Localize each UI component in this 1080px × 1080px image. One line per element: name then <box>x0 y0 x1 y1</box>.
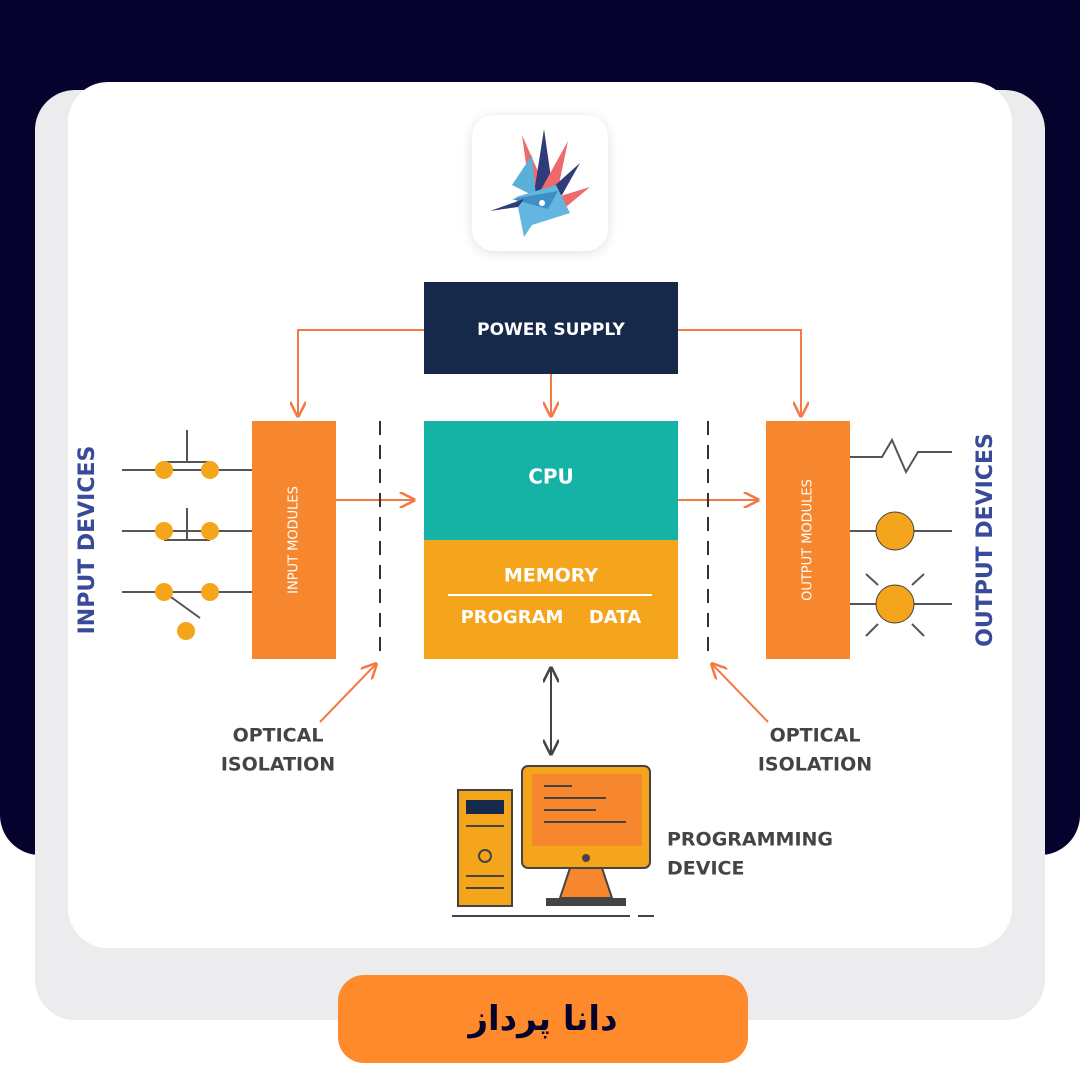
output-devices-label: OUTPUT DEVICES <box>973 433 998 647</box>
logo-tile <box>472 115 608 251</box>
input-modules-box <box>252 421 336 659</box>
memory-label: MEMORY <box>504 565 599 587</box>
push-button-switch-2-icon <box>122 508 252 541</box>
push-button-switch-icon <box>122 430 252 479</box>
output-modules-label: OUTPUT MODULES <box>801 479 816 601</box>
input-devices-label: INPUT DEVICES <box>75 446 100 635</box>
memory-box <box>424 540 678 659</box>
power-supply-box <box>424 282 678 374</box>
bird-logo-icon <box>490 129 590 237</box>
program-label: PROGRAM <box>461 607 564 628</box>
cpu-label: CPU <box>528 465 574 489</box>
limit-switch-icon <box>122 583 252 640</box>
power-supply-label: POWER SUPPLY <box>477 320 625 340</box>
input-modules-label: INPUT MODULES <box>287 486 302 594</box>
data-label: DATA <box>589 607 641 628</box>
optical-isolation-left-line2: ISOLATION <box>221 754 335 776</box>
optical-isolation-right-line1: OPTICAL <box>770 725 861 747</box>
output-modules-box <box>766 421 850 659</box>
programming-device-line2: DEVICE <box>667 858 744 880</box>
programming-device-line1: PROGRAMMING <box>667 829 833 851</box>
computer-monitor-icon <box>521 765 651 906</box>
optical-isolation-right-line2: ISOLATION <box>758 754 872 776</box>
isolation-arrow-left <box>319 664 376 723</box>
computer-tower-icon <box>457 789 513 907</box>
isolation-arrow-right <box>712 664 769 723</box>
brand-name: دانا پرداز <box>468 999 618 1039</box>
cpu-box <box>424 421 678 540</box>
power-to-output-arrow <box>678 329 801 416</box>
lamp-icon <box>850 511 952 551</box>
light-bulb-icon <box>850 573 952 637</box>
power-to-input-arrow <box>298 329 424 416</box>
brand-badge: دانا پرداز <box>338 975 748 1063</box>
optical-isolation-left-line1: OPTICAL <box>233 725 324 747</box>
resistor-heater-icon <box>850 437 952 475</box>
